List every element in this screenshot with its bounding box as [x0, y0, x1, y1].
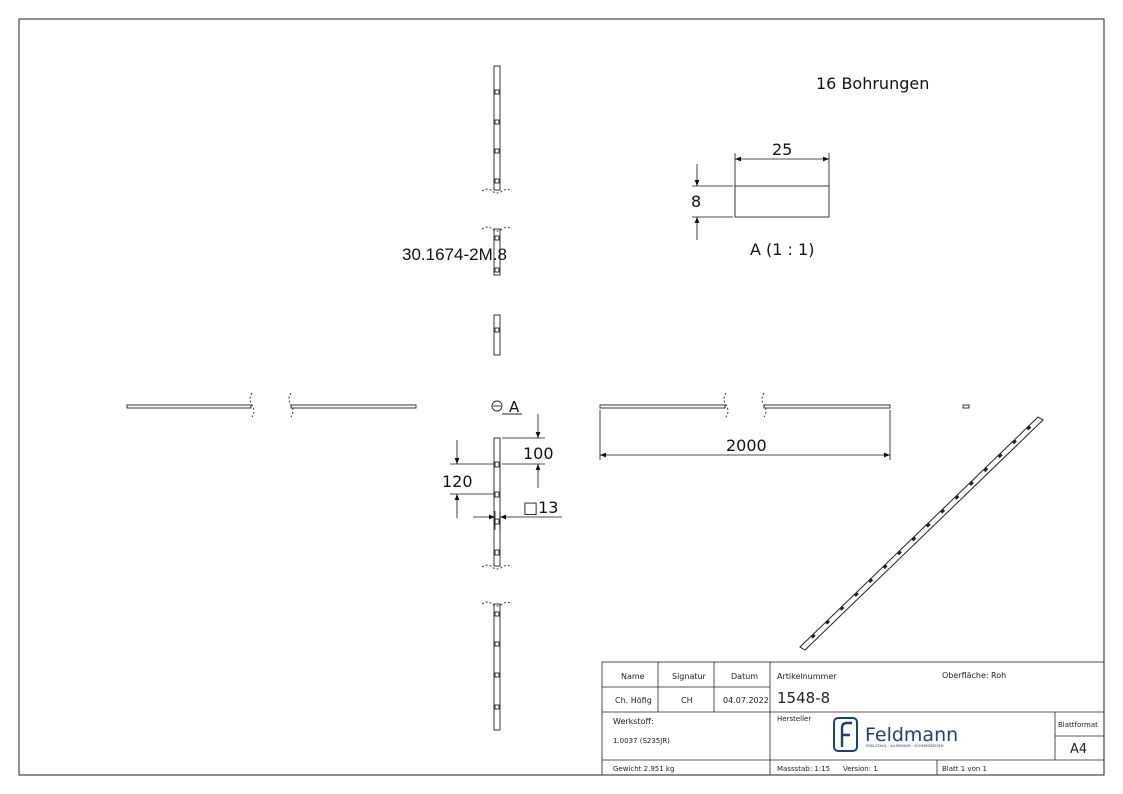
- iso-hole: [896, 550, 902, 556]
- iso-hole: [1011, 439, 1017, 445]
- iso-hole: [997, 453, 1003, 459]
- dimension-thickness-label: 8: [691, 192, 701, 211]
- tb-surface-label: Oberfläche:: [942, 671, 989, 680]
- iso-hole: [983, 467, 989, 473]
- iso-hole: [853, 591, 859, 597]
- tb-article-label: Artikelnummer: [777, 672, 837, 681]
- tb-sheet-format-label: Blattformat: [1058, 721, 1098, 729]
- tb-sheet-number: Blatt 1 von 1: [942, 765, 987, 773]
- tb-header-date: Datum: [731, 672, 758, 681]
- dimension-thickness: [692, 164, 733, 240]
- dimension-length-label: 2000: [726, 436, 767, 455]
- tb-header-name: Name: [621, 672, 645, 681]
- tb-drafted-date: 04.07.2022: [723, 696, 769, 705]
- iso-hole: [868, 578, 874, 584]
- horizontal-bar-view-right: [599, 392, 891, 418]
- tb-drafter-signature: CH: [681, 696, 693, 705]
- tb-drafter-name: Ch. Höfig: [615, 696, 652, 705]
- iso-hole: [925, 522, 931, 528]
- iso-hole: [940, 508, 946, 514]
- isometric-bar-view: [799, 416, 1044, 651]
- dimension-hole-size-label: □13: [523, 498, 558, 517]
- tb-scale: Massstab: 1:15: [777, 765, 830, 773]
- dimension-hole-pitch-label: 120: [442, 472, 473, 491]
- dimension-hole-offset-label: 100: [523, 444, 554, 463]
- iso-hole: [839, 605, 845, 611]
- tb-manufacturer-label: Hersteller: [777, 715, 811, 723]
- end-view-section: [962, 404, 970, 409]
- brand-tagline: EDELSTAHL · ALUMINIUM · SCHMIEDEEISEN: [866, 744, 944, 748]
- tb-sheet-format-value: A4: [1070, 742, 1087, 757]
- section-marker: A: [491, 398, 522, 416]
- feldmann-logo: Feldmann EDELSTAHL · ALUMINIUM · SCHMIED…: [833, 717, 958, 752]
- dimension-hole-size: [473, 511, 562, 530]
- detail-view-label: A (1 : 1): [750, 240, 814, 259]
- detail-cross-section: [734, 185, 830, 218]
- tb-material-label: Werkstoff:: [613, 717, 654, 726]
- holes-note: 16 Bohrungen: [816, 74, 929, 93]
- tb-version: Version: 1: [843, 765, 878, 773]
- brand-name: Feldmann: [865, 724, 958, 746]
- iso-hole: [968, 480, 974, 486]
- iso-hole: [810, 633, 816, 639]
- dimension-hole-offset: [502, 414, 545, 488]
- iso-hole: [1026, 425, 1032, 431]
- vertical-bar-view-bottom: [481, 437, 513, 731]
- horizontal-bar-view-left: [126, 392, 417, 418]
- iso-hole: [911, 536, 917, 542]
- tb-article-number: 1548-8: [777, 689, 830, 707]
- svg-text:A: A: [509, 398, 520, 416]
- tb-material-value: 1.0037 (S235JR): [613, 737, 670, 745]
- dimension-width-label: 25: [772, 140, 792, 159]
- dimension-length: [599, 410, 891, 460]
- iso-hole: [825, 619, 831, 625]
- title-block: [601, 661, 1105, 776]
- tb-header-signature: Signatur: [672, 672, 707, 681]
- dimension-width: [734, 153, 830, 186]
- vertical-bar-view-top: [481, 65, 513, 356]
- iso-hole: [882, 564, 888, 570]
- tb-surface-value: Roh: [991, 671, 1006, 680]
- sheet-border: [18, 18, 1105, 776]
- iso-hole: [954, 494, 960, 500]
- tb-weight: Gewicht 2.951 kg: [613, 765, 674, 773]
- part-number-label: 30.1674-2M.8: [402, 245, 507, 264]
- dimension-hole-pitch: [450, 440, 494, 518]
